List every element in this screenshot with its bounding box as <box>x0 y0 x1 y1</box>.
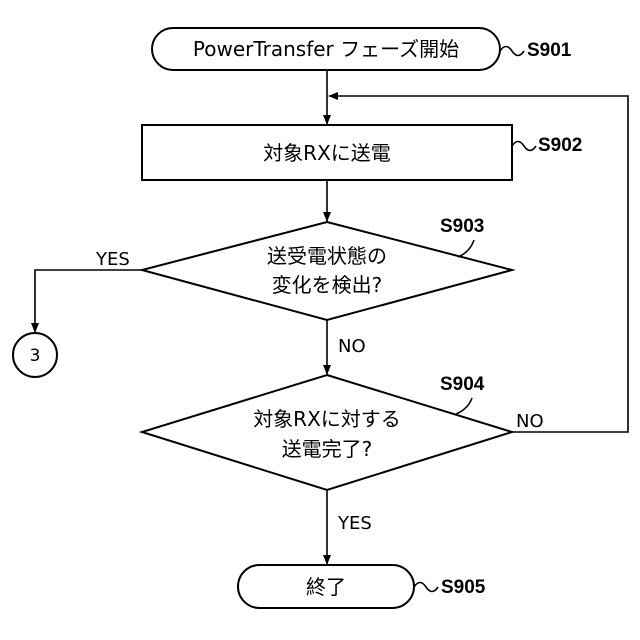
step-s902-label: S902 <box>538 135 582 156</box>
start-terminal-label: PowerTransfer フェーズ開始 <box>193 37 459 61</box>
step-s902-leader <box>512 142 536 151</box>
step-s903-leader <box>458 240 474 257</box>
detect-decision-line2: 変化を検出? <box>272 273 383 297</box>
end-terminal-label: 終了 <box>306 575 346 599</box>
step-s905-leader <box>414 583 438 592</box>
complete-yes-label: YES <box>337 513 372 534</box>
step-s904-label: S904 <box>440 374 485 395</box>
step-s901-label: S901 <box>527 40 572 61</box>
arrow-detect-yes <box>35 270 142 332</box>
complete-decision-line2: 送電完了? <box>282 437 373 461</box>
complete-decision-line1: 対象RXに対する <box>253 407 401 431</box>
detect-no-label: NO <box>338 336 366 357</box>
step-s904-leader <box>456 398 472 414</box>
connector-label: 3 <box>30 346 41 366</box>
step-s905-label: S905 <box>441 577 486 598</box>
step-s901-leader <box>500 47 524 56</box>
detect-yes-label: YES <box>95 249 130 270</box>
send-process-label: 対象RXに送電 <box>263 141 391 165</box>
step-s903-label: S903 <box>440 216 484 237</box>
complete-no-label: NO <box>516 411 544 432</box>
detect-decision-line1: 送受電状態の <box>267 244 387 268</box>
